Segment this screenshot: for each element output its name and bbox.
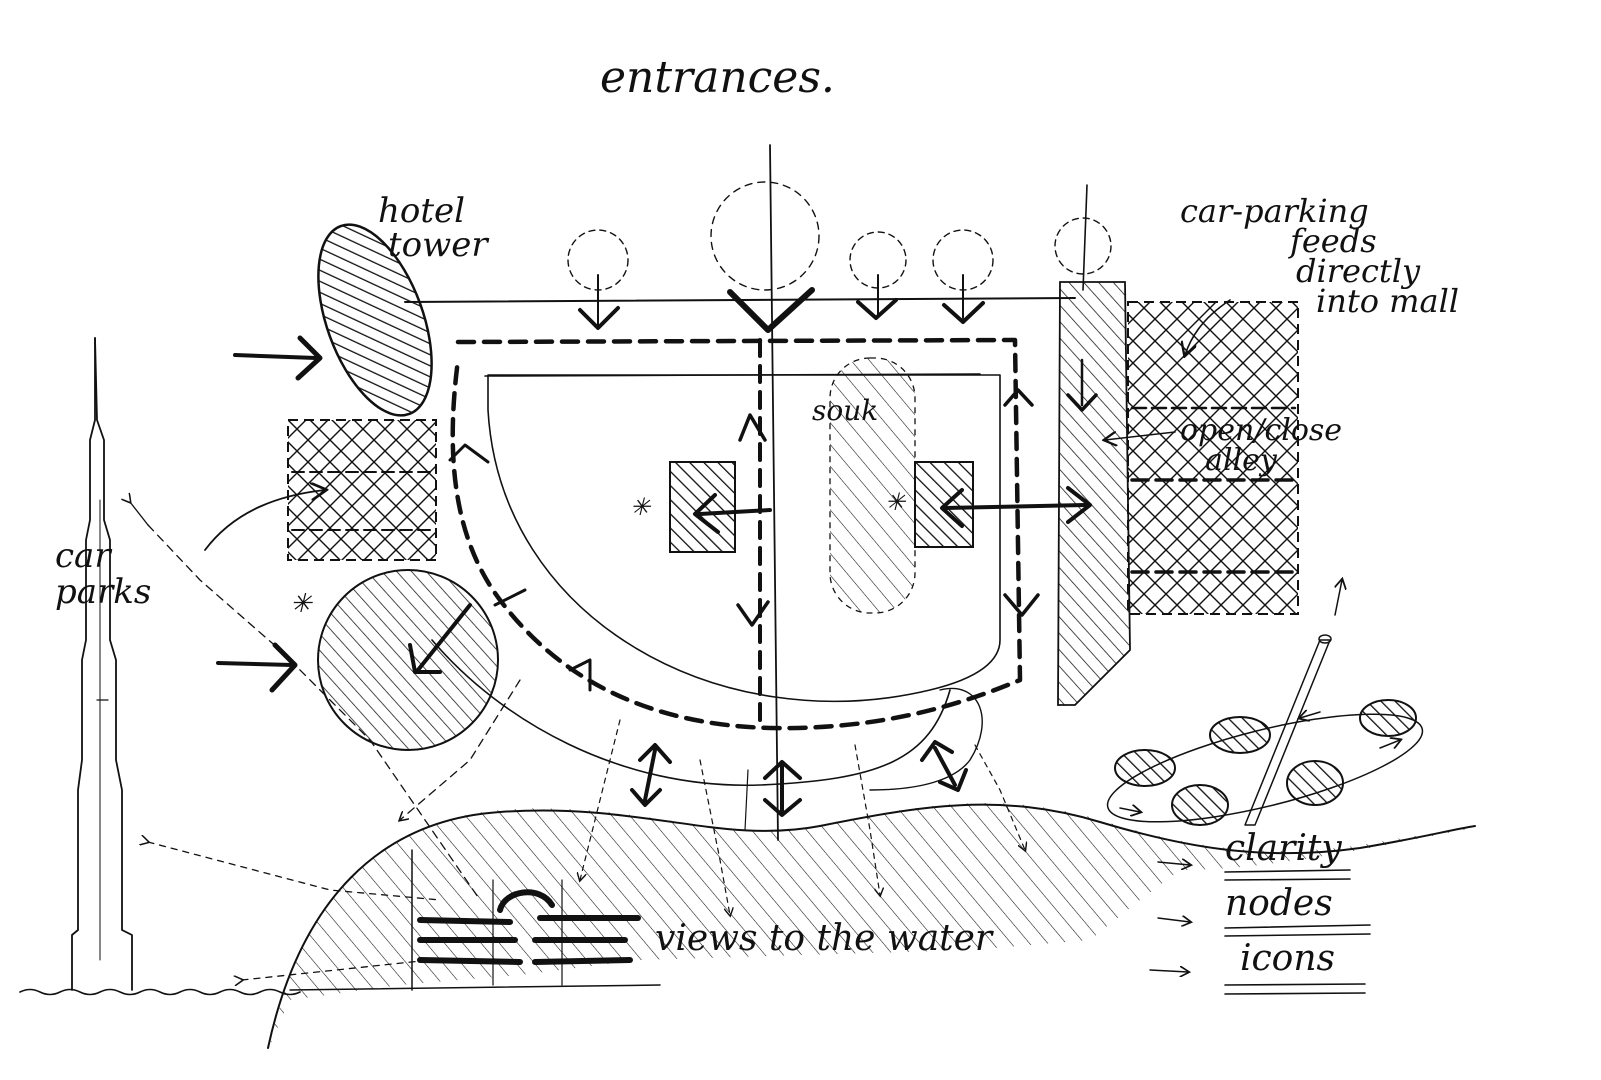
star-mark-center-left: ✳ bbox=[630, 493, 652, 521]
central-axis-line bbox=[769, 144, 779, 841]
car-parking-label-1: car-parking bbox=[1180, 192, 1369, 230]
circulation-route bbox=[450, 337, 1023, 731]
views-to-water-label: views to the water bbox=[655, 918, 994, 959]
star-mark-left: ✳ bbox=[290, 589, 313, 619]
left-car-park-block bbox=[287, 419, 437, 561]
legend-nodes: nodes bbox=[1225, 883, 1333, 924]
hotel-tower-label-2: tower bbox=[388, 225, 489, 265]
right-car-park-block bbox=[1127, 301, 1299, 615]
circulation-arrows bbox=[448, 388, 1040, 692]
car-parking-label-3: directly bbox=[1296, 252, 1421, 290]
left-node-circle bbox=[317, 569, 499, 751]
open-close-label-1: open/close bbox=[1180, 413, 1342, 448]
left-node-arrow bbox=[416, 603, 472, 672]
legend-icons: icons bbox=[1240, 938, 1335, 979]
water-line bbox=[19, 988, 301, 996]
landmark-tower bbox=[71, 337, 133, 991]
waterfront-edge bbox=[267, 803, 1476, 1049]
title-label: entrances. bbox=[600, 52, 835, 103]
hotel-tower-label-1: hotel bbox=[378, 191, 465, 231]
open-close-label-2: alley bbox=[1205, 443, 1278, 478]
outer-curve bbox=[431, 639, 951, 786]
mall-curved-outline bbox=[487, 374, 1001, 703]
right-hatched-strip bbox=[1057, 281, 1131, 706]
legend-clarity: clarity bbox=[1225, 828, 1342, 869]
car-parking-label-4: into mall bbox=[1316, 282, 1459, 320]
node-cluster bbox=[1114, 699, 1417, 826]
car-parks-label-2: parks bbox=[55, 572, 151, 612]
top-entrance-arrows bbox=[578, 274, 985, 333]
souk-label: souk bbox=[812, 394, 878, 427]
hotel-tower-blob bbox=[317, 223, 433, 417]
marker-pole bbox=[1244, 639, 1331, 826]
car-parks-label-1: car bbox=[55, 536, 112, 576]
waterfront-icon-structure bbox=[411, 849, 641, 991]
star-mark-center-right: ✳ bbox=[885, 488, 907, 516]
waterfront-access-arrows bbox=[630, 740, 968, 817]
right-axis-line bbox=[1082, 184, 1088, 291]
entrance-circles bbox=[567, 181, 1112, 291]
legend: clarity nodes icons bbox=[1149, 828, 1371, 995]
anchor-arrow-left bbox=[698, 508, 772, 516]
car-parks-pointer bbox=[204, 490, 325, 551]
car-parking-label-2: feeds bbox=[1288, 222, 1377, 260]
